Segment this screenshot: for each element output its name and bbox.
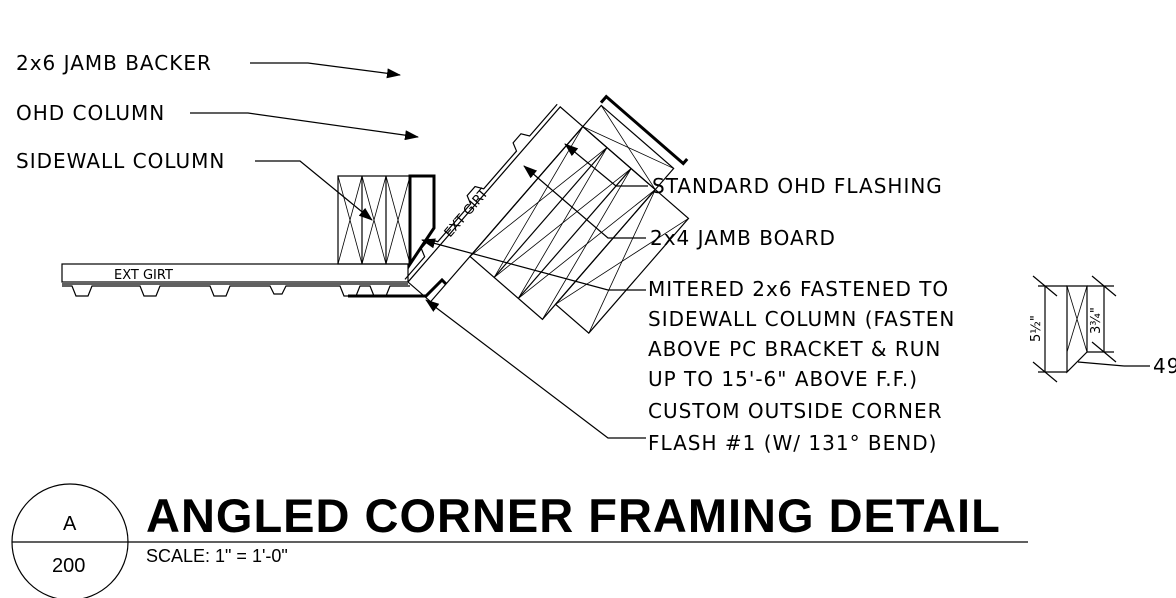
ohd-column-label: OHD COLUMN	[16, 101, 165, 125]
horizontal-ext-girt	[61, 263, 410, 297]
corner-note-line-2: FLASH #1 (W/ 131° BEND)	[648, 431, 937, 455]
sidewall-column	[337, 174, 436, 269]
detail-bubble	[11, 483, 1028, 598]
angle-dimension: 49	[1153, 354, 1176, 378]
mitered-2x6-section	[1032, 275, 1150, 383]
mitered-note-line-3: ABOVE PC BRACKET & RUN	[648, 337, 941, 361]
partial-dimension: 3¾"	[1089, 307, 1104, 334]
outside-corner-flashing	[348, 277, 448, 298]
ext-girt-angled-label: EXT GIRT	[442, 186, 492, 240]
ext-girt-horizontal-label: EXT GIRT	[114, 268, 173, 283]
angled-assembly	[404, 94, 690, 334]
mitered-note-line-2: SIDEWALL COLUMN (FASTEN	[648, 307, 955, 331]
jamb-board-label: 2x4 JAMB BOARD	[650, 226, 836, 250]
corner-note-line-1: CUSTOM OUTSIDE CORNER	[648, 399, 943, 423]
sidewall-column-label: SIDEWALL COLUMN	[16, 149, 225, 173]
detail-scale: SCALE: 1" = 1'-0"	[146, 546, 288, 566]
mitered-note-line-1: MITERED 2x6 FASTENED TO	[648, 277, 949, 301]
mitered-note-line-4: UP TO 15'-6" ABOVE F.F.)	[648, 367, 918, 391]
jamb-backer-label: 2x6 JAMB BACKER	[16, 51, 212, 75]
detail-letter: A	[63, 513, 77, 535]
leader-lines	[190, 62, 648, 439]
standard-flashing-label: STANDARD OHD FLASHING	[652, 174, 943, 198]
overall-dimension: 5½"	[1029, 315, 1044, 342]
sheet-number: 200	[52, 555, 85, 577]
detail-title: ANGLED CORNER FRAMING DETAIL	[146, 489, 1001, 542]
